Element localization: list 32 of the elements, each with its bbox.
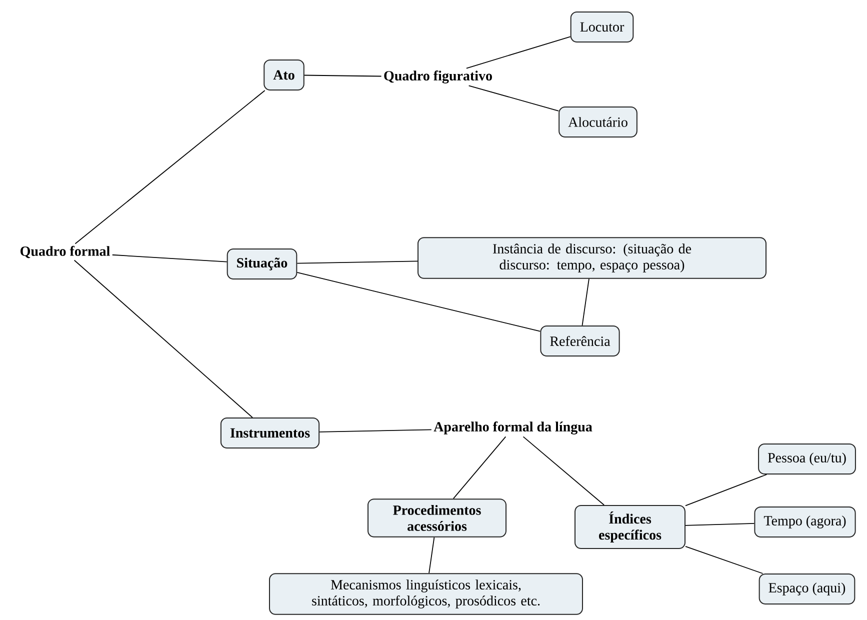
concept-box: Instrumentos [220,418,320,448]
connector-line [468,85,560,112]
connector-line [685,523,755,526]
connector-line [296,260,418,264]
connector-line [304,74,382,77]
concept-box: Locutor [570,12,634,42]
connector-line [428,536,435,574]
concept-label: Aparelho formal da língua [434,422,592,434]
concept-box: Pessoa (eu/tu) [758,444,856,474]
connector-line [452,436,506,500]
concept-box: Alocutário [558,106,638,138]
connector-line [296,272,541,332]
connector-line [112,254,228,262]
connector-line [74,90,266,244]
concept-box: Procedimentos acessórios [368,498,506,538]
concept-box: Índices específicos [574,505,686,549]
connector-line [582,278,590,326]
connector-line [685,474,768,506]
connector-line [74,260,253,418]
concept-box: Tempo (agora) [754,506,856,538]
concept-box: Instância de discurso: (situação de discurso: tempo, espaço pessoa) [418,237,766,279]
concept-label: Quadro figurativo [384,70,492,84]
concept-box: Referência [540,326,620,356]
connector-line [522,436,604,506]
concept-box: Ato [264,60,304,90]
concept-label: Quadro formal [20,246,110,258]
concept-box: Espaço (aqui) [758,574,856,604]
concept-box: Mecanismos linguísticos lexicais, sintáticos, morfológicos, prosódicos etc. [269,573,583,615]
connector-line [685,546,764,574]
concept-box: Situação [226,248,298,280]
connector-line [466,36,571,69]
connector-line [319,429,432,432]
